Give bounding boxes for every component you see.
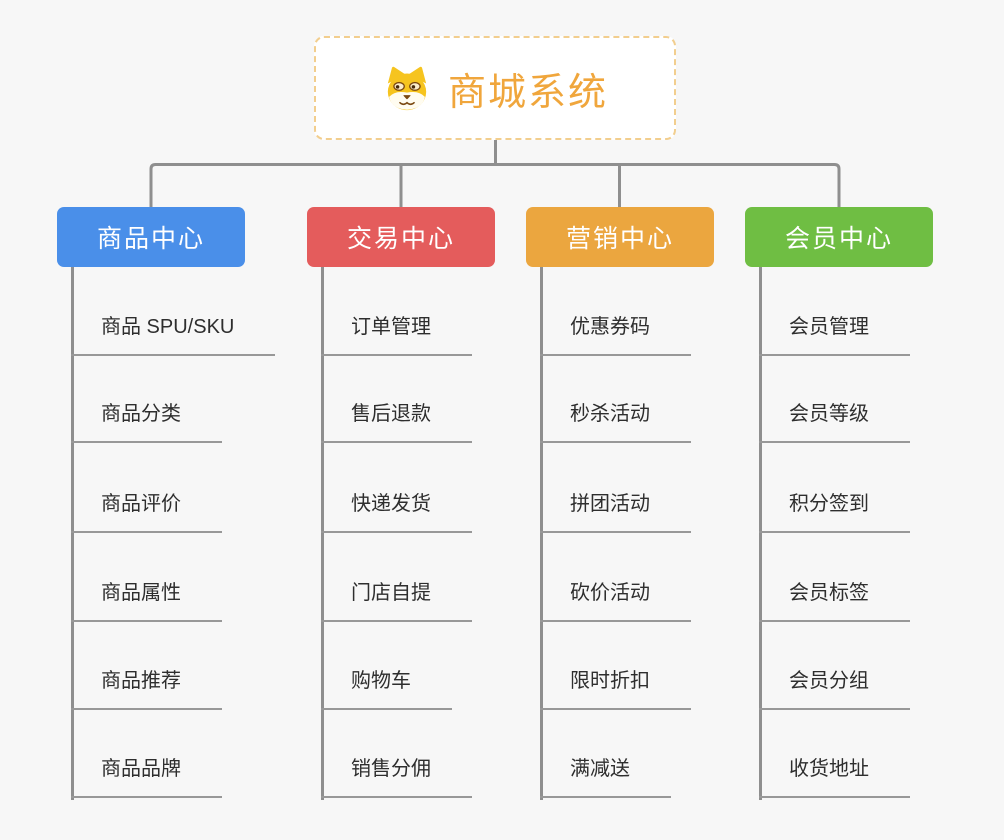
branch-node-product[interactable]: 商品中心	[57, 207, 245, 267]
dog-right-ear	[408, 66, 427, 83]
leaf-node[interactable]: 拼团活动	[540, 489, 691, 533]
leaf-node[interactable]: 会员分组	[759, 666, 910, 710]
leaf-node[interactable]: 购物车	[321, 666, 452, 710]
leaf-node[interactable]: 收货地址	[759, 754, 910, 798]
dog-nose	[403, 94, 411, 99]
leaf-node[interactable]: 会员标签	[759, 578, 910, 622]
leaf-node[interactable]: 商品分类	[71, 399, 222, 443]
branch-node-member[interactable]: 会员中心	[745, 207, 933, 267]
branch-trunk-line	[540, 267, 543, 800]
leaf-node[interactable]: 商品评价	[71, 489, 222, 533]
leaf-node[interactable]: 砍价活动	[540, 578, 691, 622]
branch-column-product: 商品中心 商品 SPU/SKU 商品分类 商品评价 商品属性 商品推荐 商品品牌	[57, 207, 276, 827]
bus-line	[149, 163, 841, 208]
root-node[interactable]: 商城系统	[314, 36, 676, 140]
leaf-node[interactable]: 限时折扣	[540, 666, 691, 710]
leaf-node[interactable]: 秒杀活动	[540, 399, 691, 443]
leaf-node[interactable]: 售后退款	[321, 399, 472, 443]
leaf-node[interactable]: 会员管理	[759, 312, 910, 356]
dog-face-icon	[387, 66, 427, 110]
branch-column-trade: 交易中心 订单管理 售后退款 快递发货 门店自提 购物车 销售分佣	[307, 207, 495, 827]
branch-node-marketing[interactable]: 营销中心	[526, 207, 714, 267]
leaf-node[interactable]: 快递发货	[321, 489, 472, 533]
dog-left-ear	[387, 66, 406, 83]
dog-muzzle	[389, 91, 425, 110]
branch-node-trade[interactable]: 交易中心	[307, 207, 495, 267]
dog-mouth	[399, 101, 415, 105]
leaf-node[interactable]: 门店自提	[321, 578, 472, 622]
leaf-node[interactable]: 满减送	[540, 754, 671, 798]
branch-column-marketing: 营销中心 优惠券码 秒杀活动 拼团活动 砍价活动 限时折扣 满减送	[526, 207, 714, 827]
branch-trunk-line	[71, 267, 74, 800]
leaf-node[interactable]: 商品 SPU/SKU	[71, 312, 276, 356]
branch-trunk-line	[321, 267, 324, 800]
leaf-node[interactable]: 积分签到	[759, 489, 910, 533]
branch-column-member: 会员中心 会员管理 会员等级 积分签到 会员标签 会员分组 收货地址	[745, 207, 933, 827]
leaf-node[interactable]: 销售分佣	[321, 754, 472, 798]
branch-trunk-line	[759, 267, 762, 800]
root-title: 商城系统	[447, 71, 608, 114]
leaf-node[interactable]: 商品属性	[71, 578, 222, 622]
dog-left-pupil	[395, 84, 400, 89]
leaf-node[interactable]: 商品品牌	[71, 754, 222, 798]
leaf-node[interactable]: 商品推荐	[71, 666, 222, 710]
leaf-node[interactable]: 优惠券码	[540, 312, 691, 356]
leaf-node[interactable]: 会员等级	[759, 399, 910, 443]
leaf-node[interactable]: 订单管理	[321, 312, 472, 356]
dog-right-pupil	[411, 84, 416, 89]
